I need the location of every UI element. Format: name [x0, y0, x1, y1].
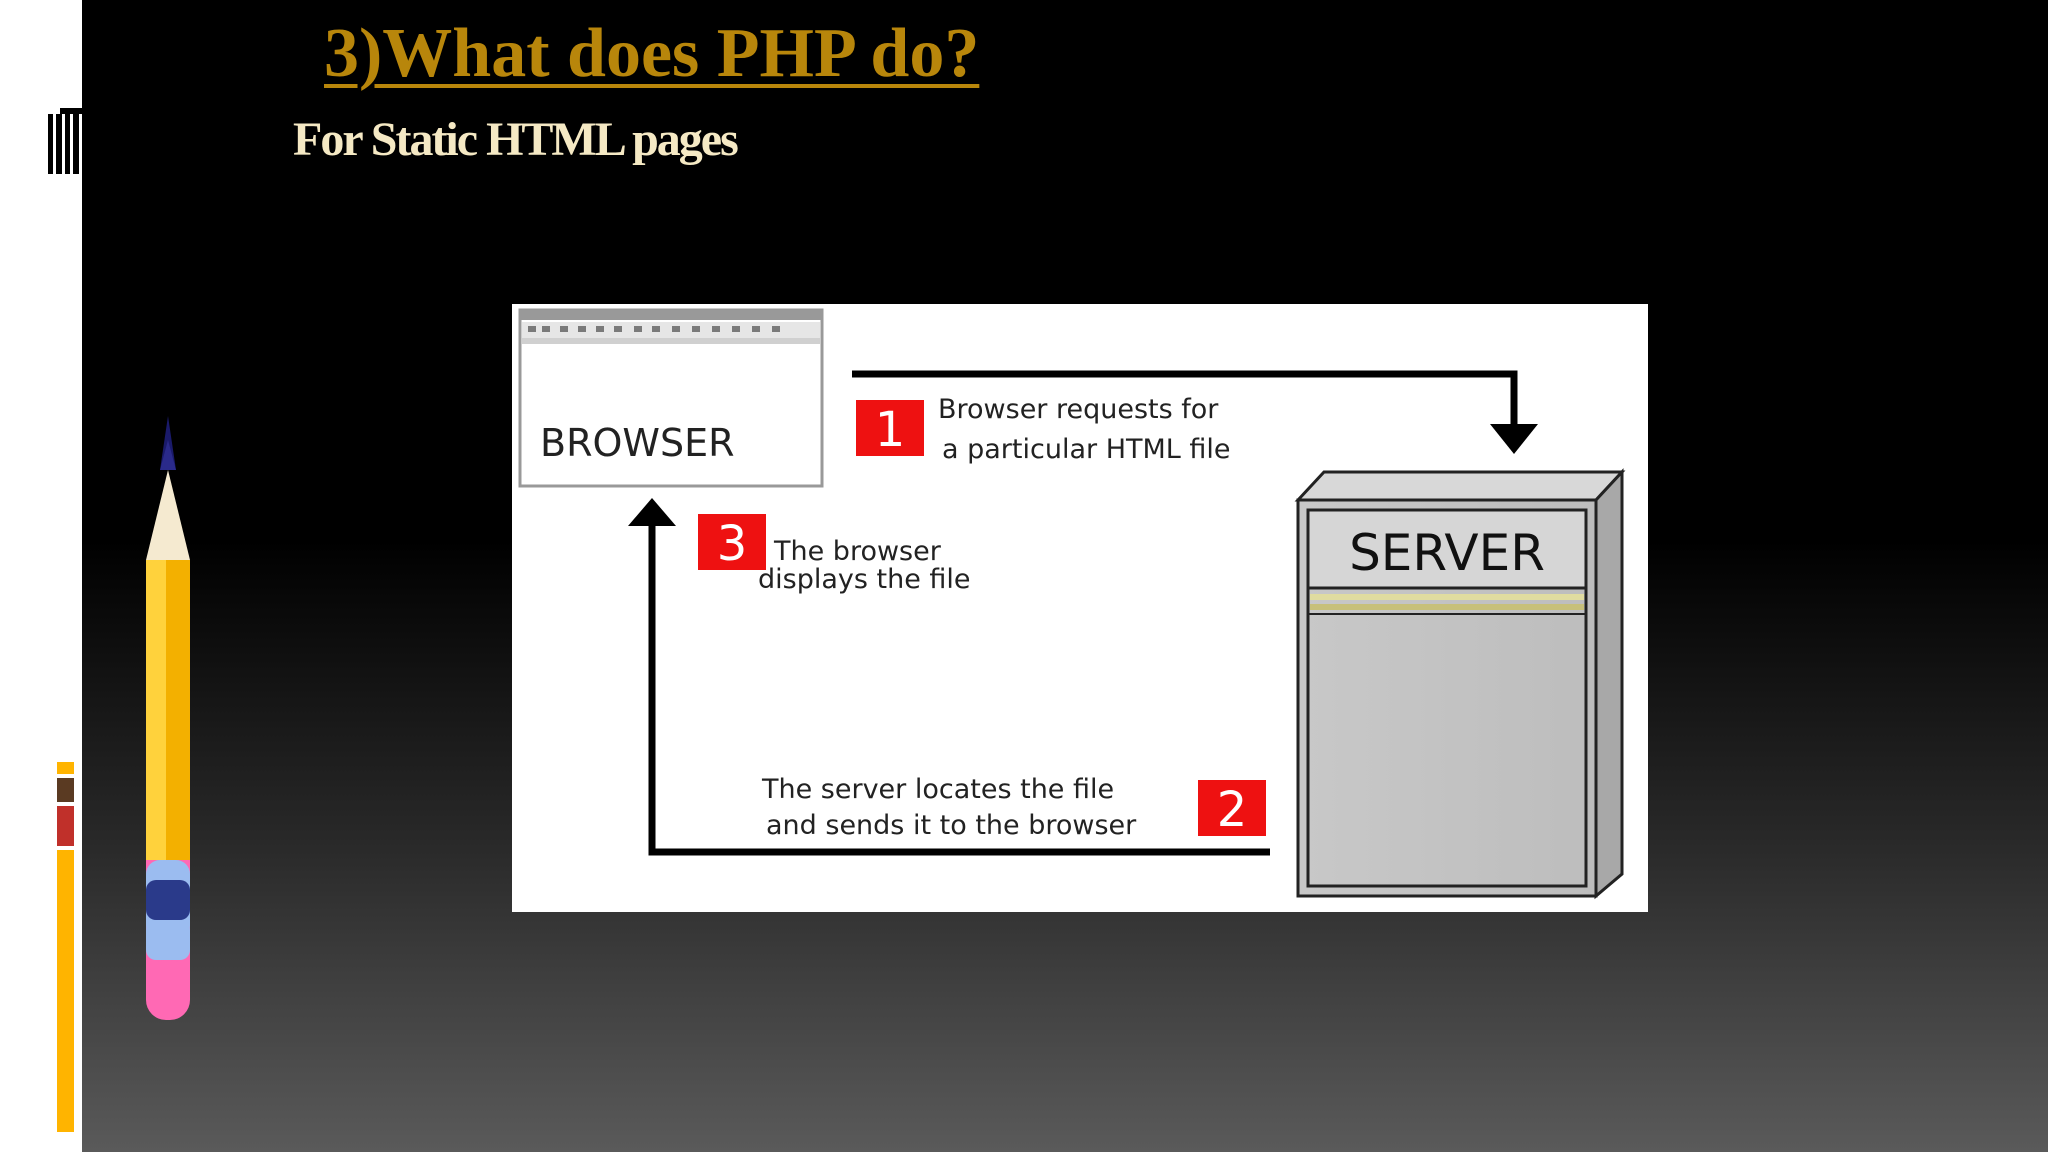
step-2: The server locates the file and sends it…: [761, 774, 1266, 841]
request-flow-diagram: BROWSER 1 Browser requests for a particu…: [512, 304, 1648, 912]
step-1-number: 1: [875, 402, 906, 458]
left-strip: [0, 0, 82, 1152]
browser-window: BROWSER: [518, 308, 824, 488]
step-3-line-1: The browser: [773, 536, 942, 567]
browser-label: BROWSER: [540, 421, 735, 465]
step-1-line-1: Browser requests for: [938, 394, 1219, 425]
server-tower: SERVER: [1294, 468, 1626, 900]
step-2-number: 2: [1217, 782, 1248, 838]
diagram-svg: BROWSER 1 Browser requests for a particu…: [518, 308, 1626, 900]
step-3-badge: [698, 514, 766, 570]
step-2-line-1: The server locates the file: [761, 774, 1114, 805]
step-1-line-2: a particular HTML file: [942, 434, 1231, 465]
slide-title: 3)What does PHP do?: [324, 15, 980, 92]
step-1-badge: [856, 400, 924, 456]
slide-subtitle: For Static HTML pages: [293, 113, 739, 166]
step-3-number: 3: [717, 516, 748, 572]
arrow-request: [852, 370, 1538, 454]
arrow-response: [628, 498, 1270, 856]
step-1: 1 Browser requests for a particular HTML…: [856, 394, 1231, 465]
server-label: SERVER: [1349, 524, 1545, 582]
step-3: 3 The browser displays the file: [698, 514, 971, 595]
pencil-icon: [146, 416, 190, 1020]
step-2-badge: [1198, 780, 1266, 836]
step-3-line-2: displays the file: [758, 564, 971, 595]
step-2-line-2: and sends it to the browser: [766, 810, 1137, 841]
